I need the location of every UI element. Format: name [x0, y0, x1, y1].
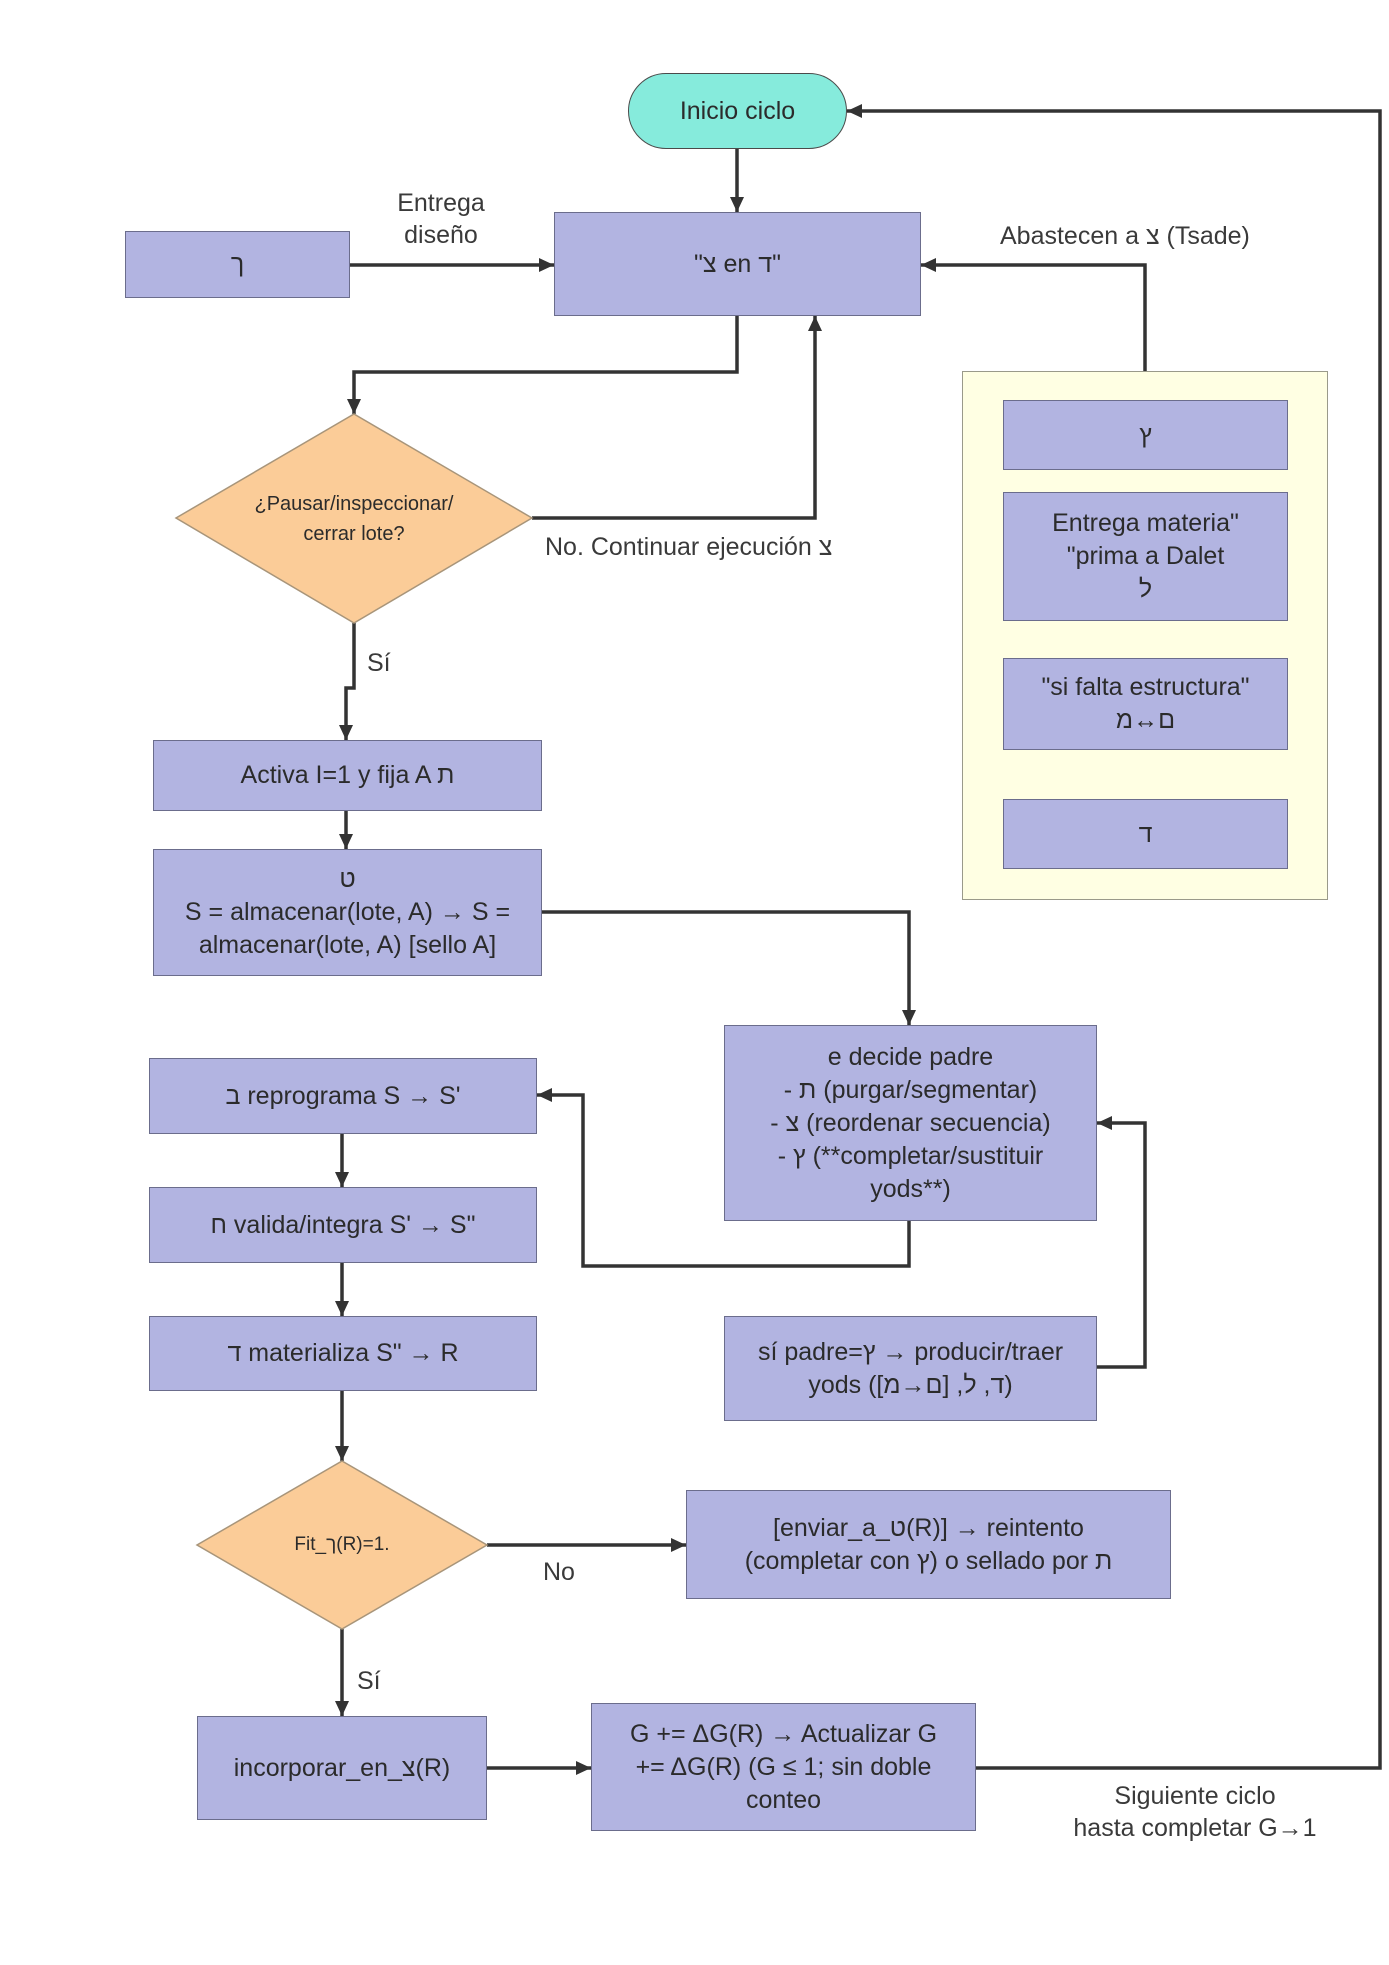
supplier-box-tsade-final: ץ [1003, 400, 1288, 470]
store-box: ט S = almacenar(lote, A) → S = almacenar… [153, 849, 542, 976]
supplier-box-line: ד [1138, 819, 1153, 848]
fit-decision-label: Fit_ך(R)=1. [294, 1534, 390, 1555]
supplier-box-mem: "si falta estructura" ם↔מ [1003, 658, 1288, 750]
supplier-box-line: ל [1138, 575, 1153, 603]
store-box-line: S = almacenar(lote, A) → S = [184, 898, 511, 926]
fit-decision-text: Fit_ך(R)=1. [197, 1461, 487, 1629]
no-continue-label-text: No. Continuar ejecución צ [545, 533, 833, 561]
incorporate-box-label: incorporar_en_צ(R) [233, 1753, 451, 1782]
resh-box-label: ך [230, 250, 245, 278]
materialize-box-label: ד materializa S" → R [227, 1339, 459, 1367]
arrow-update-to-start [847, 104, 1382, 1770]
yes-label-fit-text: Sí [357, 1667, 381, 1695]
retry-box-line: [enviar_a_ט(R)] → reintento [773, 1513, 1084, 1542]
parent-box-line: - צ (reordenar secuencia) [770, 1108, 1051, 1137]
pause-decision-diamond [174, 413, 534, 624]
yod-box: sí padre=ץ → producir/traer yods (ד, ל, … [724, 1316, 1097, 1421]
yod-box-line: sí padre=ץ → producir/traer [757, 1337, 1064, 1366]
entrega-label: Entrega diseño [371, 187, 511, 251]
arrow-suppliers-to-tsade [921, 258, 1147, 371]
activate-box: Activa I=1 y fija A ת [153, 740, 542, 811]
abastecen-label: Abastecen a צ (Tsade) [1000, 220, 1250, 252]
update-box-line: G += ΔG(R) → Actualizar G [629, 1719, 938, 1748]
yes-label-pause: Sí [367, 647, 391, 679]
parent-box-line: e decide padre [827, 1042, 994, 1071]
arrow-pause-no-to-tsade [532, 316, 822, 520]
store-box-line: ט [339, 865, 356, 893]
supplier-box-line: ץ [1139, 420, 1152, 449]
yod-box-line: yods (ד, ל, [ם→מ]) [808, 1370, 1013, 1399]
store-box-line: almacenar(lote, A) [sello A] [198, 931, 497, 959]
start-terminator: Inicio ciclo [628, 73, 847, 149]
reprogram-box-label: ב reprograma S → S' [225, 1081, 461, 1110]
reprogram-box: ב reprograma S → S' [149, 1058, 537, 1134]
update-box-line: conteo [745, 1785, 822, 1814]
start-label: Inicio ciclo [679, 96, 796, 125]
supplier-box-line: Entrega materia" [1052, 509, 1239, 537]
update-box-line: += ΔG(R) (G ≤ 1; sin doble [635, 1752, 932, 1781]
yes-label-fit: Sí [357, 1665, 381, 1697]
no-label-fit-text: No [543, 1558, 575, 1586]
retry-box: [enviar_a_ט(R)] → reintento (completar c… [686, 1490, 1171, 1599]
supplier-box-lamed: Entrega materia" "prima a Dalet ל [1003, 492, 1288, 621]
validate-box: ח valida/integra S' → S" [149, 1187, 537, 1263]
arrow-tsade-to-pause [347, 316, 739, 414]
pause-decision-line: ¿Pausar/inspeccionar/ [254, 492, 454, 515]
supplier-box-dalet: ד [1003, 799, 1288, 869]
update-box: G += ΔG(R) → Actualizar G += ΔG(R) (G ≤ … [591, 1703, 976, 1831]
activate-box-label: Activa I=1 y fija A ת [240, 761, 455, 789]
yes-label-pause-text: Sí [367, 649, 391, 677]
tsade-box-label: "צ en ד" [694, 249, 781, 278]
pause-decision-line: cerrar lote? [303, 522, 405, 545]
arrow-yod-to-parent [1097, 1116, 1147, 1369]
parent-box-line: - ת (purgar/segmentar) [783, 1075, 1038, 1104]
arrow-parent-to-reprogram [537, 1088, 911, 1268]
validate-box-label: ח valida/integra S' → S" [210, 1210, 476, 1239]
supplier-box-line: ם↔מ [1115, 706, 1176, 734]
parent-box-line: - ץ (**completar/sustituir [777, 1141, 1044, 1170]
next-cycle-line: Siguiente ciclo [1114, 1782, 1276, 1810]
no-continue-label: No. Continuar ejecución צ [545, 531, 832, 563]
parent-box-line: yods**) [870, 1174, 951, 1203]
fit-decision-diamond [195, 1460, 489, 1630]
next-cycle-label: Siguiente ciclo hasta completar G→1 [1055, 1780, 1335, 1844]
resh-box: ך [125, 231, 350, 298]
arrow-store-to-parent [542, 910, 916, 1025]
parent-decision-box: e decide padre - ת (purgar/segmentar) - … [724, 1025, 1097, 1221]
supplier-box-line: "si falta estructura" [1041, 673, 1250, 701]
supplier-box-line: "prima a Dalet [1066, 542, 1225, 570]
incorporate-box: incorporar_en_צ(R) [197, 1716, 487, 1820]
abastecen-label-text: Abastecen a צ (Tsade) [1000, 222, 1250, 250]
no-label-fit: No [543, 1556, 575, 1588]
entrega-label-line: Entrega [397, 189, 485, 217]
arrow-pause-yes-to-activate [339, 623, 356, 740]
next-cycle-line: hasta completar G→1 [1073, 1814, 1317, 1842]
retry-box-line: (completar con ץ) o sellado por ת [744, 1546, 1113, 1575]
tsade-box: "צ en ד" [554, 212, 921, 316]
materialize-box: ד materializa S" → R [149, 1316, 537, 1391]
entrega-label-line: diseño [404, 221, 478, 249]
pause-decision-text: ¿Pausar/inspeccionar/ cerrar lote? [176, 414, 532, 623]
